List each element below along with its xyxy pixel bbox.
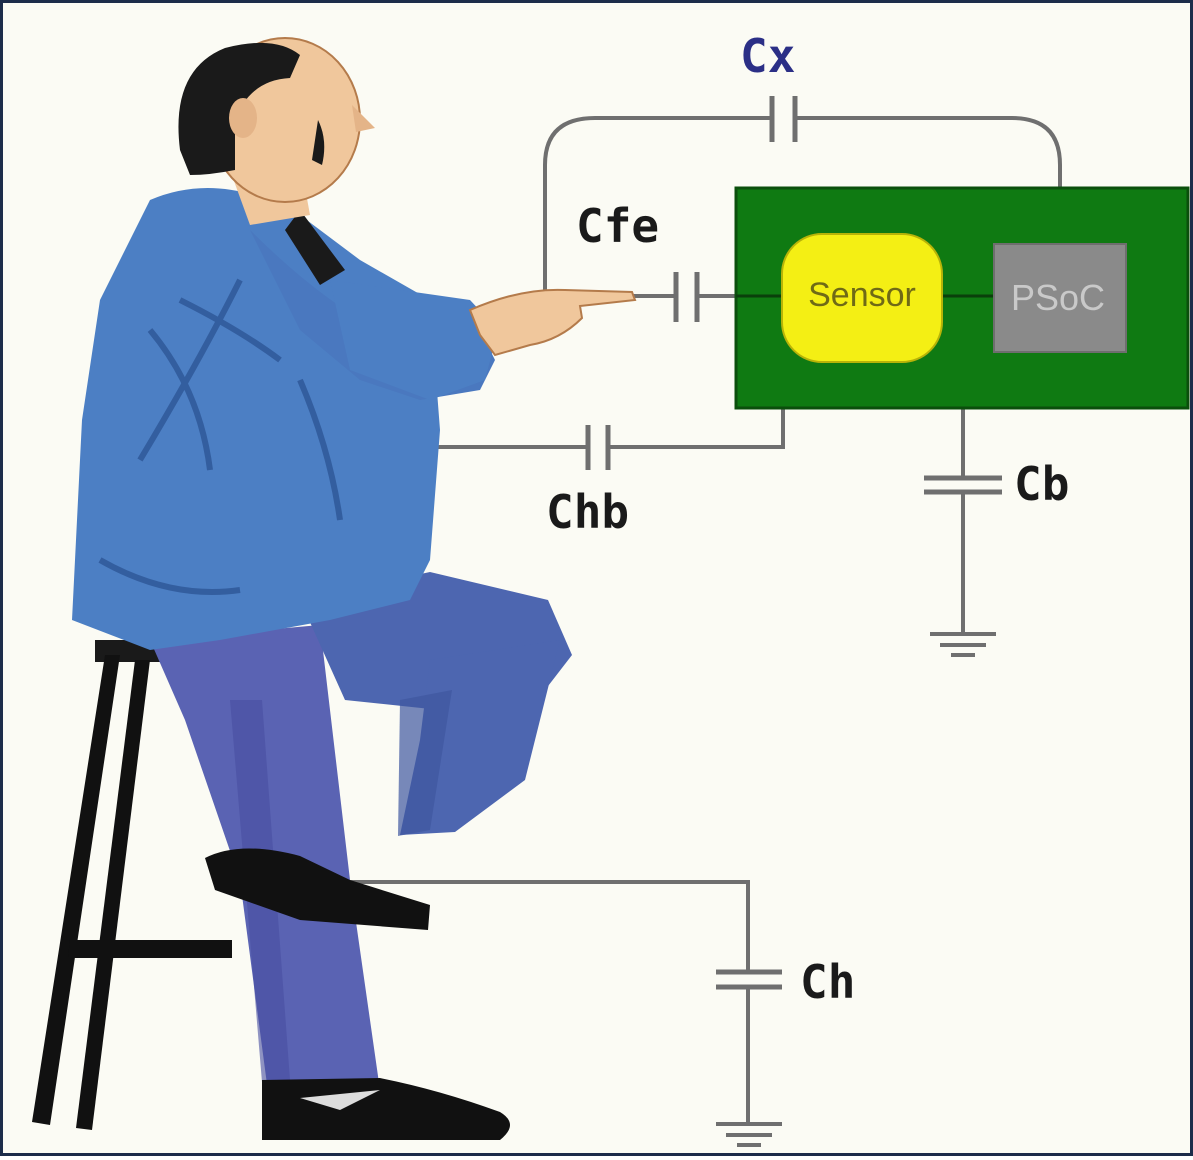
ground-symbol-icon [716,1122,782,1147]
cx-wire-left [543,116,772,300]
cx-label: Cx [740,29,795,83]
right-border [1190,0,1193,1156]
top-border [0,0,1193,3]
capacitor-plates [585,96,1002,990]
cx-wire-right [795,116,1062,188]
stool-illustration [32,640,232,1130]
capacitor-symbol-icon [924,475,1002,495]
chb-label: Chb [546,485,629,539]
chb-wire-right [608,408,785,449]
ch-wire-top [350,880,750,972]
left-border [0,0,3,1156]
ch-label: Ch [800,955,855,1009]
capacitor-symbol-icon [716,969,782,990]
sensor-pad [781,233,943,363]
capacitor-symbol-icon [585,425,611,470]
person-illustration [72,37,637,1140]
psoc-label: PSoC [1011,277,1105,318]
capacitor-symbol-icon [673,272,700,322]
cfe-label: Cfe [576,199,659,253]
ground-symbol-icon [930,632,996,657]
sensor-label: Sensor [808,276,916,314]
psoc-chip [993,243,1127,353]
capacitor-symbol-icon [769,96,798,142]
circuit-wires [350,116,1062,1122]
bottom-border [0,1153,1193,1156]
cb-label: Cb [1014,457,1069,511]
